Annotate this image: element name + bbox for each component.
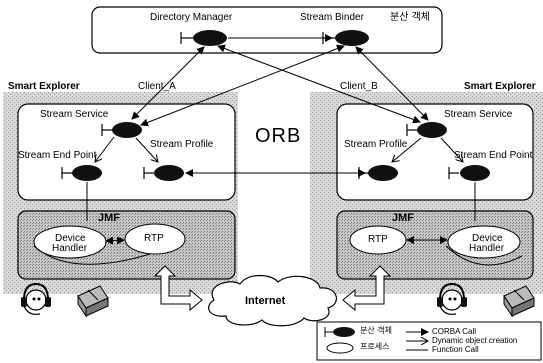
rtp-a bbox=[124, 223, 186, 255]
dh-a-to-rtp-a bbox=[105, 236, 125, 245]
legend-box bbox=[316, 321, 542, 361]
stream-service-b-label: Stream Service bbox=[444, 109, 513, 120]
rtp-a-label: RTP bbox=[144, 233, 164, 244]
distributed-object-label: 분산 객체 bbox=[390, 12, 430, 23]
ss-a-to-sp-a bbox=[135, 137, 158, 162]
directory-manager-label: Directory Manager bbox=[150, 12, 233, 23]
hollow-arrow-a bbox=[153, 265, 203, 312]
legend-process-icon bbox=[326, 342, 354, 354]
rtp-b-label: RTP bbox=[368, 234, 388, 245]
internet-label: Internet bbox=[245, 295, 286, 307]
client-a-label: Client_A bbox=[138, 81, 176, 92]
device-handler-a-label-1: Device bbox=[55, 233, 86, 244]
device-handler-b-curve bbox=[445, 245, 523, 266]
legend-object-icon bbox=[324, 327, 355, 337]
stream-end-point-a-label: Stream End Point bbox=[18, 150, 97, 161]
ss-b-to-sp-b bbox=[392, 137, 422, 162]
device-handler-b-label-2: Handler bbox=[469, 243, 505, 254]
legend-object-label: 분산 객체 bbox=[360, 326, 392, 335]
smart-explorer-a-label: Smart Explorer bbox=[8, 81, 80, 92]
smart-explorer-b-label: Smart Explorer bbox=[464, 81, 536, 92]
sb-to-ss-b bbox=[355, 46, 429, 121]
stream-profile-b-label: Stream Profile bbox=[344, 139, 408, 150]
stream-service-a-label: Stream Service bbox=[40, 109, 109, 120]
stream-end-point-a-object bbox=[61, 165, 102, 181]
stream-profile-a-label: Stream Profile bbox=[150, 139, 214, 150]
stream-profile-a-object bbox=[143, 165, 184, 181]
ss-a-to-sep-a bbox=[95, 136, 115, 162]
orb-label: ORB bbox=[255, 125, 302, 147]
legend-dynamic-label: Dynamic object creation bbox=[432, 336, 518, 345]
device-handler-a-label-2: Handler bbox=[52, 243, 88, 254]
sb-to-ss-a bbox=[140, 44, 345, 127]
stream-service-a-object bbox=[101, 122, 142, 138]
jmf-b-label: JMF bbox=[392, 212, 414, 224]
internet-cloud bbox=[208, 274, 337, 327]
jmf-a-label: JMF bbox=[98, 212, 120, 224]
device-handler-b-label-1: Device bbox=[472, 233, 503, 244]
headset-b-icon bbox=[437, 282, 467, 315]
stream-service-b-object bbox=[406, 122, 447, 138]
legend-process-label: 프로세스 bbox=[360, 342, 390, 351]
stream-end-point-b-label: Stream End Point bbox=[454, 150, 533, 161]
ss-b-to-sep-b bbox=[440, 137, 463, 162]
legend-corba-label: CORBA Call bbox=[432, 327, 477, 336]
camera-b-icon bbox=[503, 285, 535, 318]
camera-a-icon bbox=[77, 285, 109, 318]
device-handler-a-curve bbox=[33, 245, 151, 265]
device-handler-b bbox=[447, 225, 521, 259]
directory-manager-object bbox=[180, 30, 227, 46]
client-b-label: Client_B bbox=[340, 81, 378, 92]
legend-function-label: Function Call bbox=[432, 345, 479, 354]
stream-binder-label: Stream Binder bbox=[300, 12, 364, 23]
stream-end-point-b-object bbox=[448, 165, 490, 181]
hollow-arrow-b bbox=[342, 265, 392, 312]
headset-a-icon bbox=[21, 282, 51, 315]
